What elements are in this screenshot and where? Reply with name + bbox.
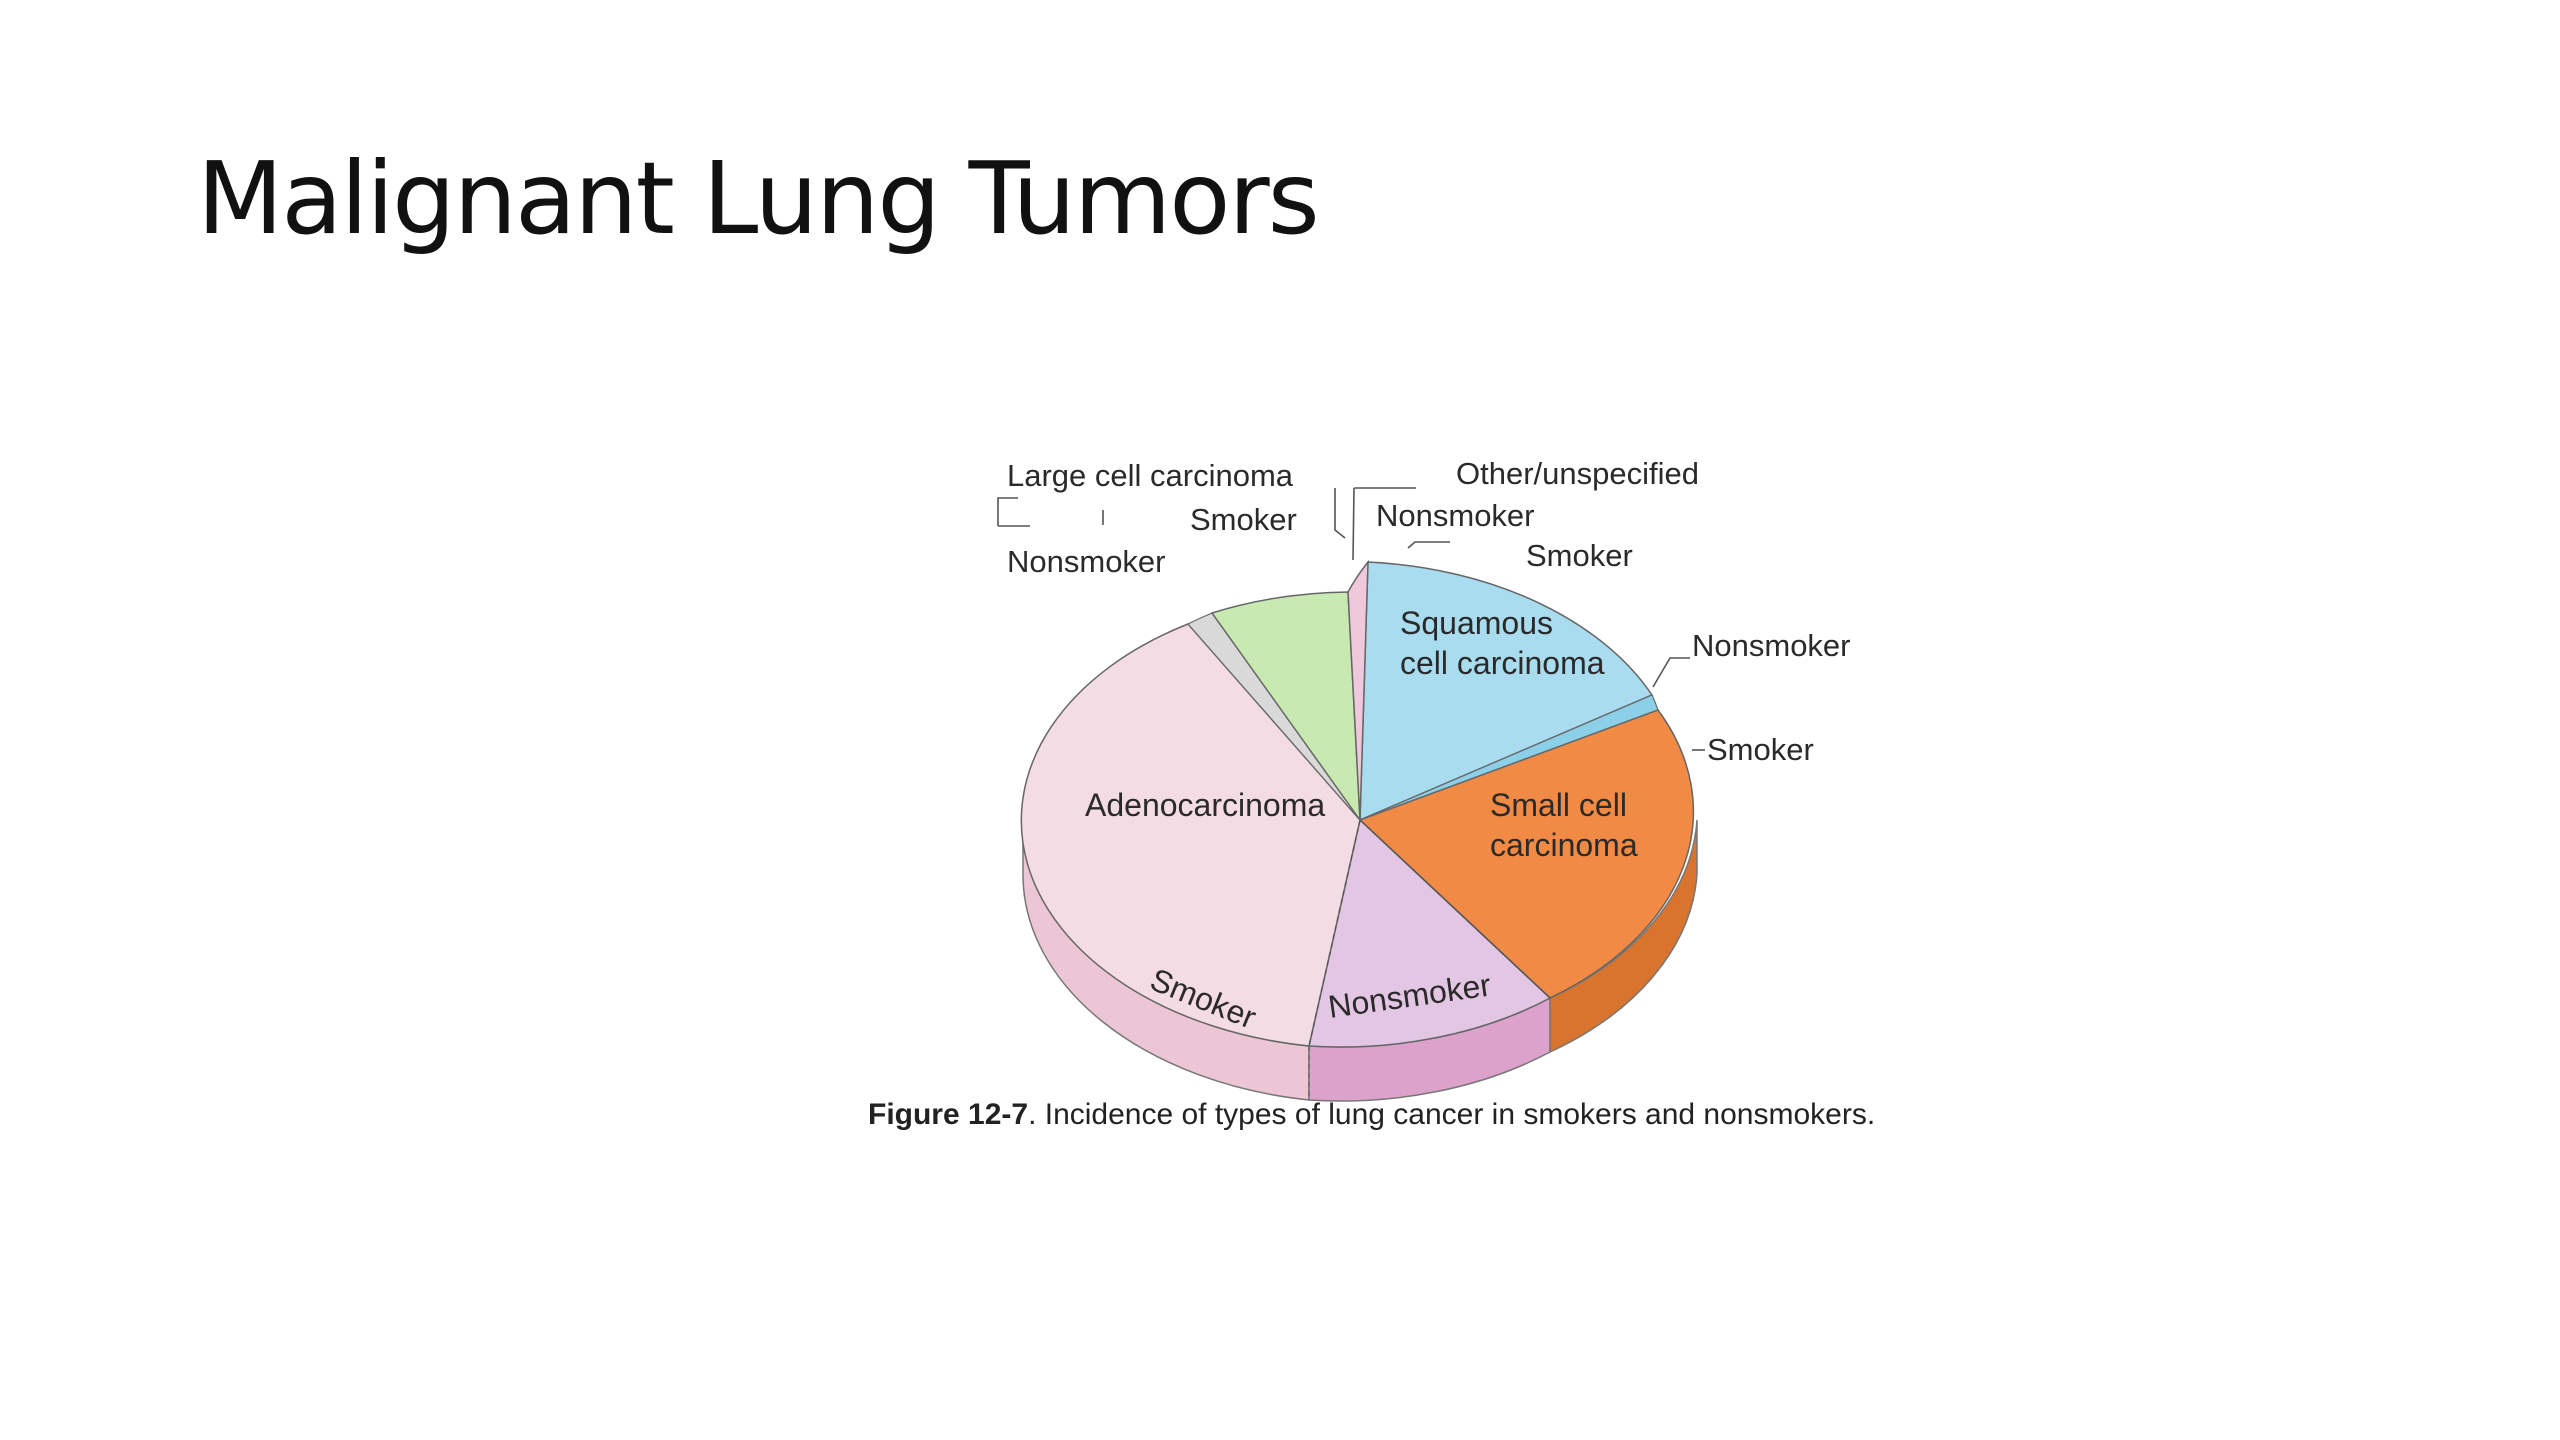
leader-lines <box>997 487 1705 751</box>
figure-caption: Figure 12-7. Incidence of types of lung … <box>868 1098 1875 1132</box>
other-nonsmoker-label: Nonsmoker <box>1376 498 1535 533</box>
pie-top <box>1020 559 1695 1048</box>
large-cell-nonsmoker-label: Nonsmoker <box>1007 544 1166 579</box>
small-cell-label-line1: Small cell <box>1490 787 1627 823</box>
other-label: Other/unspecified <box>1456 456 1699 491</box>
slice-other <box>1347 559 1369 821</box>
adeno-label: Adenocarcinoma <box>1085 787 1325 823</box>
squamous-label-line2: cell carcinoma <box>1400 645 1605 681</box>
squamous-label-line1: Squamous <box>1400 605 1553 641</box>
slide-title: Malignant Lung Tumors <box>197 140 1320 257</box>
pie-chart: Large cell carcinoma Smoker Nonsmoker Ot… <box>997 456 1851 1102</box>
figure-caption-text: . Incidence of types of lung cancer in s… <box>1028 1098 1876 1131</box>
figure-number: Figure 12-7 <box>868 1098 1029 1131</box>
large-cell-smoker-label: Smoker <box>1190 502 1297 537</box>
slice-squamous <box>1359 561 1654 822</box>
pie-figure: Large cell carcinoma Smoker Nonsmoker Ot… <box>860 430 1940 1130</box>
slice-small-cell <box>1358 709 1695 999</box>
squamous-smoker-label: Smoker <box>1526 538 1633 573</box>
large-cell-label: Large cell carcinoma <box>1007 458 1294 493</box>
squamous-nonsmoker-label: Nonsmoker <box>1692 628 1851 663</box>
slice-adeno <box>1020 623 1361 1047</box>
small-cell-smoker-label: Smoker <box>1707 732 1814 767</box>
slice-adeno-nonsmoker <box>1308 818 1552 1048</box>
small-cell-label-line2: carcinoma <box>1490 827 1638 863</box>
small-cell-side <box>1549 819 1698 1054</box>
slice-large-cell <box>1210 591 1361 823</box>
